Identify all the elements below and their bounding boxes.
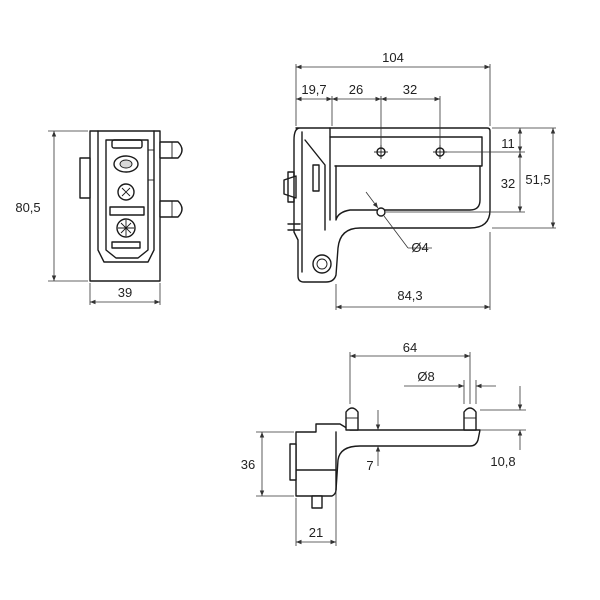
dim-side-spacing-b: 32 — [403, 82, 417, 97]
dim-side-top-offset: 11 — [501, 136, 515, 151]
top-view: 64 Ø8 36 7 10,8 21 — [241, 340, 526, 546]
dim-side-overall: 104 — [382, 50, 404, 65]
dim-side-first-offset: 19,7 — [301, 82, 326, 97]
dim-front-height: 80,5 — [15, 200, 40, 215]
dim-top-peg-diameter: Ø8 — [417, 369, 434, 384]
side-hole-3 — [376, 207, 386, 217]
front-inner-plate — [97, 130, 155, 263]
side-slot — [312, 164, 320, 192]
dim-top-base-width: 21 — [309, 525, 323, 540]
dim-side-spacing-a: 26 — [349, 82, 363, 97]
top-bracket-outline — [295, 423, 481, 497]
front-peg-lower — [159, 200, 183, 218]
dim-side-vertical-spacing: 32 — [501, 176, 515, 191]
dim-top-peg-height: 10,8 — [490, 454, 515, 469]
top-bottom-pin — [311, 495, 323, 509]
dim-side-hole-diameter: Ø4 — [411, 240, 428, 255]
side-view: 104 19,7 26 32 11 32 51,5 Ø4 84,3 — [283, 50, 556, 310]
side-knob — [283, 175, 297, 199]
side-roller — [312, 254, 332, 274]
dim-side-total-height: 51,5 — [525, 172, 550, 187]
top-left-plate — [289, 443, 297, 481]
dim-top-step: 7 — [366, 458, 373, 473]
top-peg-right — [463, 407, 477, 431]
front-left-tab — [79, 157, 91, 199]
dim-top-peg-spacing: 64 — [403, 340, 417, 355]
dim-side-bottom-length: 84,3 — [397, 288, 422, 303]
top-peg-left — [345, 407, 359, 431]
front-view: 80,5 39 — [15, 130, 183, 305]
dim-front-width: 39 — [118, 285, 132, 300]
front-peg-upper — [159, 141, 183, 159]
dim-top-height: 36 — [241, 457, 255, 472]
